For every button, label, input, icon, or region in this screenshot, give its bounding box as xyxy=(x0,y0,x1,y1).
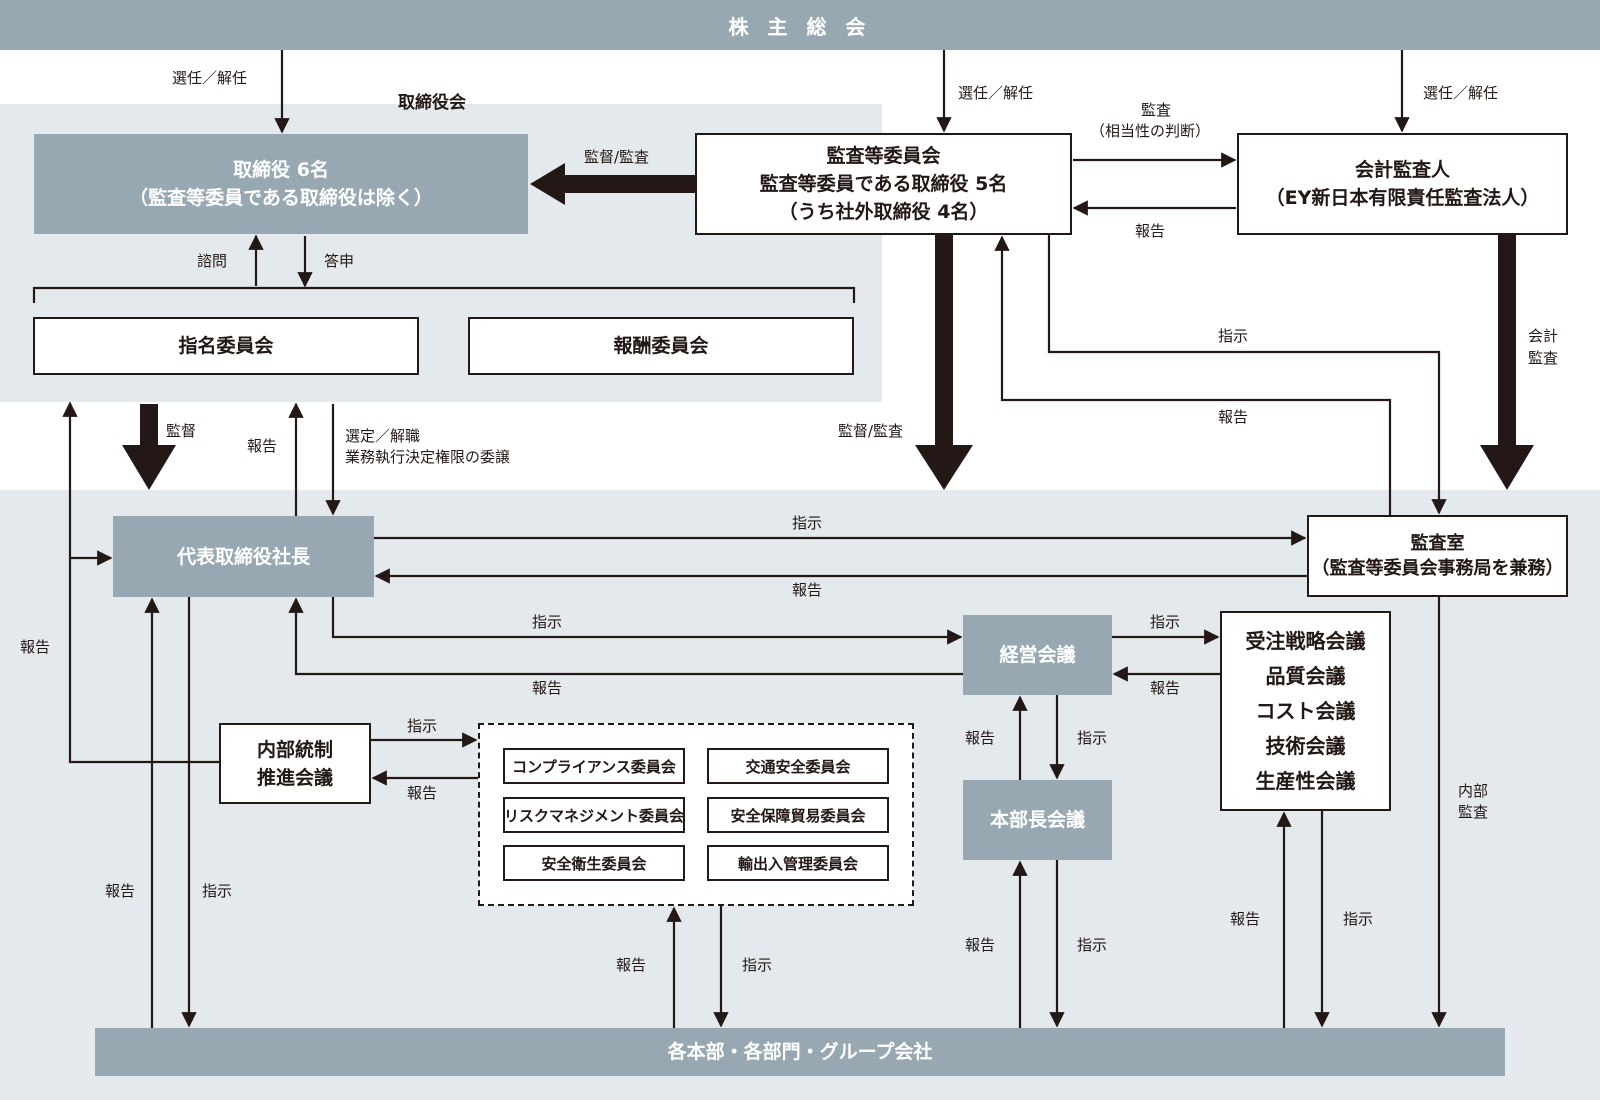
committee-traffic-safety: 交通安全委員会 xyxy=(707,748,889,784)
internal-control-box: 内部統制 推進会議 xyxy=(219,723,371,804)
label-audit: 監査 xyxy=(1140,101,1171,119)
division-heads-meeting-box: 本部長会議 xyxy=(963,780,1112,860)
label-instruct: 指示 xyxy=(1077,729,1108,747)
board-region-title: 取締役会 xyxy=(398,93,466,113)
audit-committee-box: 監査等委員会 監査等委員である取締役 5名 （うち社外取締役 4名） xyxy=(695,133,1072,235)
label-instruct: 指示 xyxy=(792,514,823,532)
label-elect: 選任／解任 xyxy=(1423,84,1499,102)
committee-label: 安全保障貿易委員会 xyxy=(730,806,866,825)
directors-line2: （監査等委員である取締役は除く） xyxy=(129,187,433,209)
label-appoint: 選定／解職 xyxy=(345,427,421,445)
label-supervise-audit: 監督/監査 xyxy=(584,148,650,166)
label-consult: 諮問 xyxy=(197,252,228,270)
nomination-committee: 指名委員会 xyxy=(33,317,419,375)
label-internal-audit: 内部 xyxy=(1458,782,1489,800)
label-instruct: 指示 xyxy=(1077,936,1108,954)
committee-health-safety: 安全衛生委員会 xyxy=(503,845,685,881)
audit-committee-line2: 監査等委員である取締役 5名 xyxy=(759,173,1008,195)
committee-label: コンプライアンス委員会 xyxy=(512,757,676,776)
label-delegate: 業務執行決定権限の委譲 xyxy=(345,448,511,466)
management-meeting-label: 経営会議 xyxy=(999,644,1076,666)
accounting-auditor-box: 会計監査人 （EY新日本有限責任監査法人） xyxy=(1237,133,1568,235)
president-label: 代表取締役社長 xyxy=(176,545,310,568)
label-report: 報告 xyxy=(247,437,278,455)
audit-office-box: 監査室 （監査等委員会事務局を兼務） xyxy=(1307,515,1568,597)
meetings-list-item: 生産性会議 xyxy=(1255,768,1356,793)
committee-label: 交通安全委員会 xyxy=(745,757,851,776)
meetings-list-item: 受注戦略会議 xyxy=(1245,628,1366,653)
label-instruct: 指示 xyxy=(1150,613,1181,631)
label-supervise-audit: 監督/監査 xyxy=(838,422,904,440)
shareholders-meeting: 株 主 総 会 xyxy=(0,0,1600,50)
president-box: 代表取締役社長 xyxy=(113,516,374,597)
label-instruct: 指示 xyxy=(202,882,233,900)
label-supervise: 監督 xyxy=(166,422,197,440)
committee-label: 輸出入管理委員会 xyxy=(737,854,858,873)
label-report: 報告 xyxy=(792,581,823,599)
remuneration-committee-label: 報酬委員会 xyxy=(613,335,709,357)
label-audit-sub: （相当性の判断） xyxy=(1090,122,1211,140)
label-instruct: 指示 xyxy=(407,717,438,735)
label-accounting-audit: 監査 xyxy=(1528,349,1559,367)
divisions-bar: 各本部・各部門・グループ会社 xyxy=(95,1028,1505,1076)
internal-control-line2: 推進会議 xyxy=(256,766,333,789)
remuneration-committee: 報酬委員会 xyxy=(468,317,854,375)
division-heads-meeting-label: 本部長会議 xyxy=(989,809,1085,831)
label-report: 報告 xyxy=(1218,408,1249,426)
meetings-list-item: 技術会議 xyxy=(1265,733,1346,758)
committee-import-export: 輸出入管理委員会 xyxy=(707,845,889,881)
accounting-auditor-line2: （EY新日本有限責任監査法人） xyxy=(1265,187,1540,209)
nomination-committee-label: 指名委員会 xyxy=(178,335,274,357)
meetings-list-box: 受注戦略会議 品質会議 コスト会議 技術会議 生産性会議 xyxy=(1220,611,1391,811)
label-report: 報告 xyxy=(616,956,647,974)
label-report: 報告 xyxy=(965,936,996,954)
internal-control-line1: 内部統制 xyxy=(256,738,333,761)
divisions-bar-label: 各本部・各部門・グループ会社 xyxy=(667,1041,933,1063)
label-report: 報告 xyxy=(20,638,51,656)
label-instruct: 指示 xyxy=(1343,910,1374,928)
directors-line1: 取締役 6名 xyxy=(233,159,329,181)
audit-committee-line1: 監査等委員会 xyxy=(826,145,941,167)
label-answer: 答申 xyxy=(324,252,355,270)
label-report: 報告 xyxy=(965,729,996,747)
label-elect: 選任／解任 xyxy=(172,69,248,87)
label-report: 報告 xyxy=(1230,910,1261,928)
accounting-auditor-line1: 会計監査人 xyxy=(1354,159,1450,181)
committee-risk-management: リスクマネジメント委員会 xyxy=(503,797,685,833)
management-meeting-box: 経営会議 xyxy=(963,615,1112,695)
label-instruct: 指示 xyxy=(742,956,773,974)
label-instruct: 指示 xyxy=(532,613,563,631)
directors-box: 取締役 6名 （監査等委員である取締役は除く） xyxy=(34,134,528,234)
meetings-list-item: 品質会議 xyxy=(1265,663,1346,688)
label-report: 報告 xyxy=(407,784,438,802)
label-internal-audit: 監査 xyxy=(1458,803,1489,821)
meetings-list-item: コスト会議 xyxy=(1255,698,1356,723)
audit-committee-line3: （うち社外取締役 4名） xyxy=(778,201,989,223)
committee-compliance: コンプライアンス委員会 xyxy=(503,748,685,784)
label-accounting-audit: 会計 xyxy=(1528,327,1559,345)
label-report: 報告 xyxy=(532,679,563,697)
label-report: 報告 xyxy=(105,882,136,900)
audit-office-line2: （監査等委員会事務局を兼務） xyxy=(1311,558,1564,579)
label-report: 報告 xyxy=(1135,222,1166,240)
audit-office-line1: 監査室 xyxy=(1410,533,1465,554)
committee-security-trade: 安全保障貿易委員会 xyxy=(707,797,889,833)
label-report: 報告 xyxy=(1150,679,1181,697)
shareholders-meeting-label: 株 主 総 会 xyxy=(728,14,872,39)
label-elect: 選任／解任 xyxy=(958,84,1034,102)
label-instruct: 指示 xyxy=(1218,327,1249,345)
committee-label: 安全衛生委員会 xyxy=(541,854,647,873)
committee-label: リスクマネジメント委員会 xyxy=(504,806,685,825)
